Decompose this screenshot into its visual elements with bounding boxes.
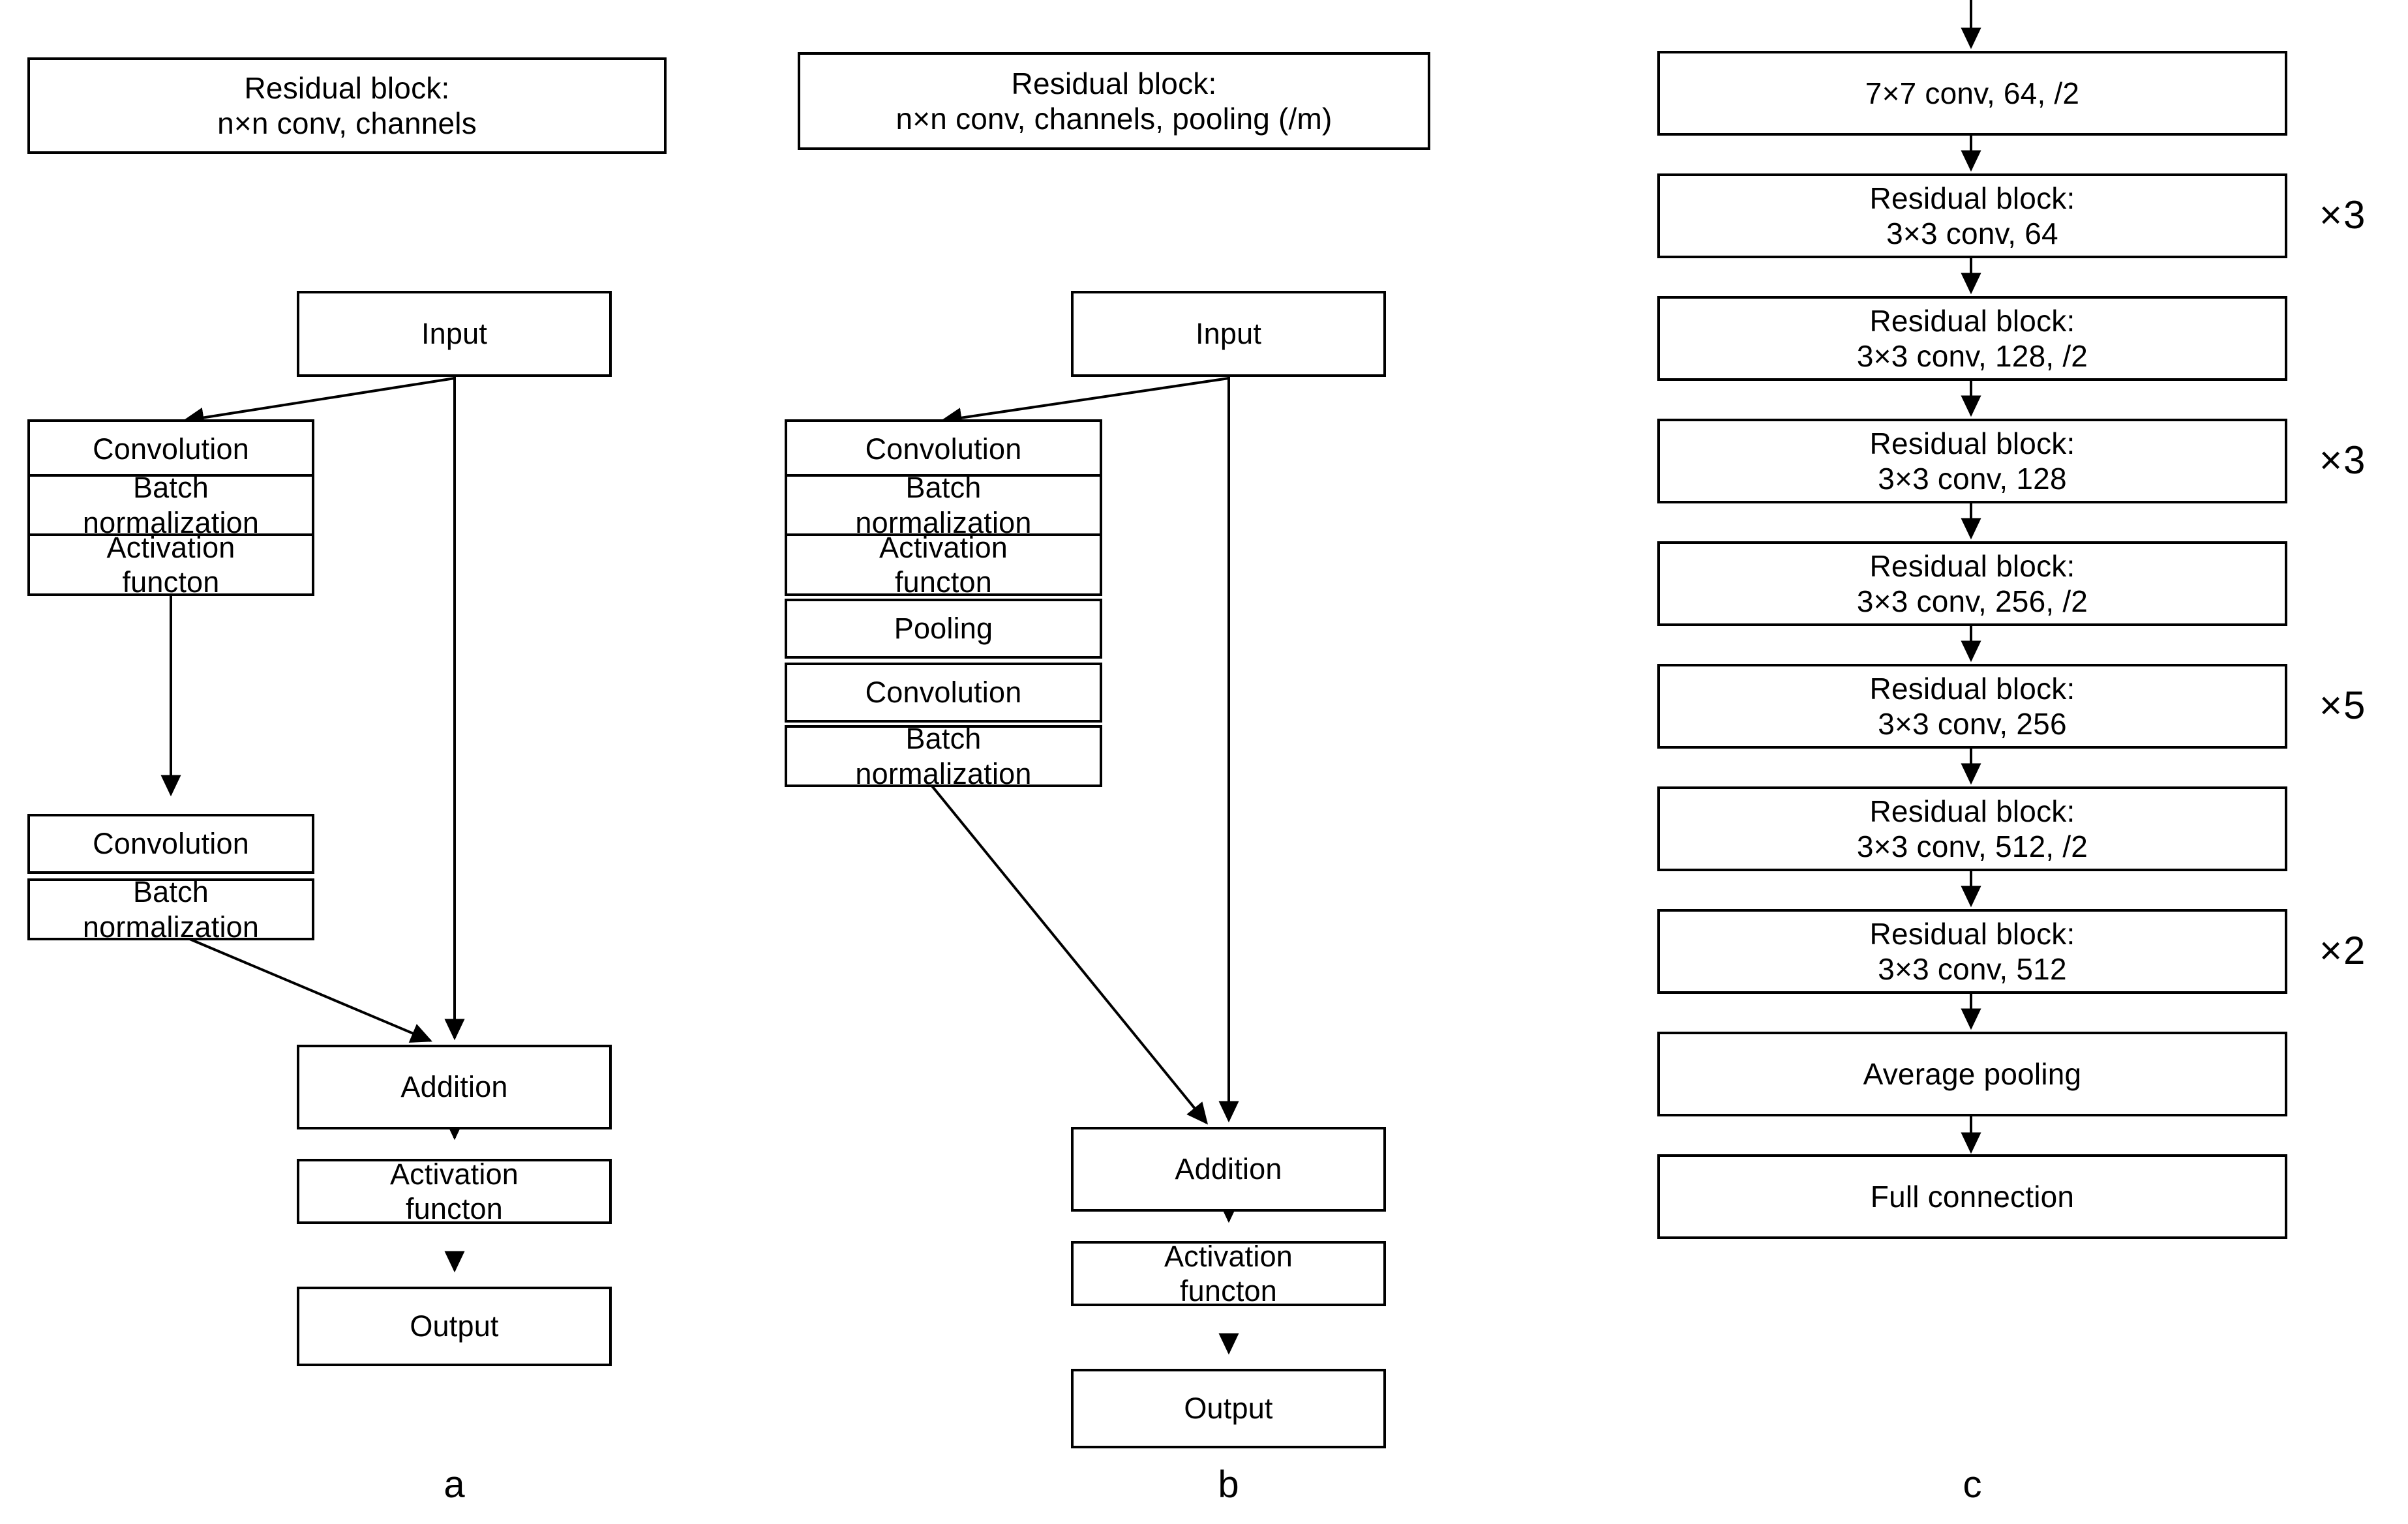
node-b-conv2: Convolution — [785, 663, 1102, 723]
node-c-res-128s: Residual block: 3×3 conv, 128, /2 — [1657, 296, 2287, 381]
edge-b-bn2-to-addition — [915, 766, 1209, 1125]
node-a-addition: Addition — [297, 1045, 612, 1129]
node-c-res-256s: Residual block: 3×3 conv, 256, /2 — [1657, 541, 2287, 626]
node-b-pooling: Pooling — [785, 599, 1102, 659]
node-b-act2: Activation functon — [1071, 1240, 1386, 1307]
multiplier-c-res-128: ×3 — [2319, 438, 2367, 482]
panel-label-a: a — [444, 1463, 465, 1506]
node-c-fc: Full connection — [1657, 1154, 2287, 1239]
node-a-act2: Activation functon — [297, 1158, 612, 1225]
node-a-conv1: Convolution — [27, 419, 314, 479]
node-c-res-128: Residual block: 3×3 conv, 128 — [1657, 419, 2287, 503]
edge-b-input-to-conv1 — [940, 377, 1229, 428]
legend-box-b: Residual block: n×n conv, channels, pool… — [798, 52, 1430, 150]
node-b-output: Output — [1071, 1369, 1386, 1448]
node-b-bn1: Batch normalization — [785, 471, 1102, 539]
node-b-input: Input — [1071, 291, 1386, 377]
node-b-bn2: Batch normalization — [785, 722, 1102, 790]
panel-label-b: b — [1218, 1463, 1239, 1506]
edge-a-input-to-conv1 — [182, 377, 455, 428]
node-a-output: Output — [297, 1287, 612, 1366]
node-c-res-256: Residual block: 3×3 conv, 256 — [1657, 664, 2287, 749]
node-a-bn1: Batch normalization — [27, 471, 314, 539]
node-c-conv7x7: 7×7 conv, 64, /2 — [1657, 51, 2287, 136]
node-a-conv2: Convolution — [27, 814, 314, 874]
node-c-res-512s: Residual block: 3×3 conv, 512, /2 — [1657, 786, 2287, 871]
multiplier-c-res-64: ×3 — [2319, 193, 2367, 237]
node-a-bn2: Batch normalization — [27, 875, 314, 944]
multiplier-c-res-512: ×2 — [2319, 929, 2367, 972]
node-c-res-64: Residual block: 3×3 conv, 64 — [1657, 173, 2287, 258]
node-c-res-512: Residual block: 3×3 conv, 512 — [1657, 909, 2287, 994]
node-a-act1: Activation functon — [27, 531, 314, 599]
node-b-conv1: Convolution — [785, 419, 1102, 479]
node-b-addition: Addition — [1071, 1127, 1386, 1212]
node-c-avgpool: Average pooling — [1657, 1032, 2287, 1116]
node-b-act1: Activation functon — [785, 531, 1102, 599]
node-a-input: Input — [297, 291, 612, 377]
panel-label-c: c — [1963, 1463, 1982, 1506]
multiplier-c-res-256: ×5 — [2319, 683, 2367, 727]
legend-box-a: Residual block: n×n conv, channels — [27, 57, 667, 154]
